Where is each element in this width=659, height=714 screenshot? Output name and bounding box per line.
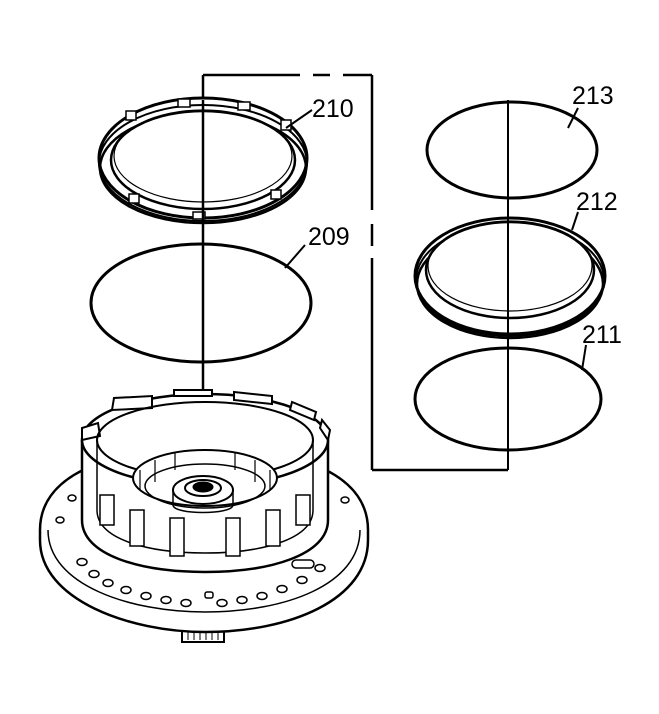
part-211-seal bbox=[413, 346, 603, 452]
part-213-seal bbox=[425, 100, 599, 200]
callout-leaders bbox=[284, 107, 587, 371]
callout-212: 212 bbox=[576, 188, 618, 216]
callout-210: 210 bbox=[312, 95, 354, 123]
bracket-leader bbox=[203, 73, 508, 472]
part-212-piston bbox=[413, 216, 607, 340]
callout-213: 213 bbox=[572, 82, 614, 110]
support-housing bbox=[38, 389, 370, 643]
part-210-ring bbox=[97, 96, 309, 225]
part-209-seal bbox=[89, 242, 313, 364]
callout-211: 211 bbox=[582, 321, 622, 349]
callout-209: 209 bbox=[308, 223, 350, 251]
